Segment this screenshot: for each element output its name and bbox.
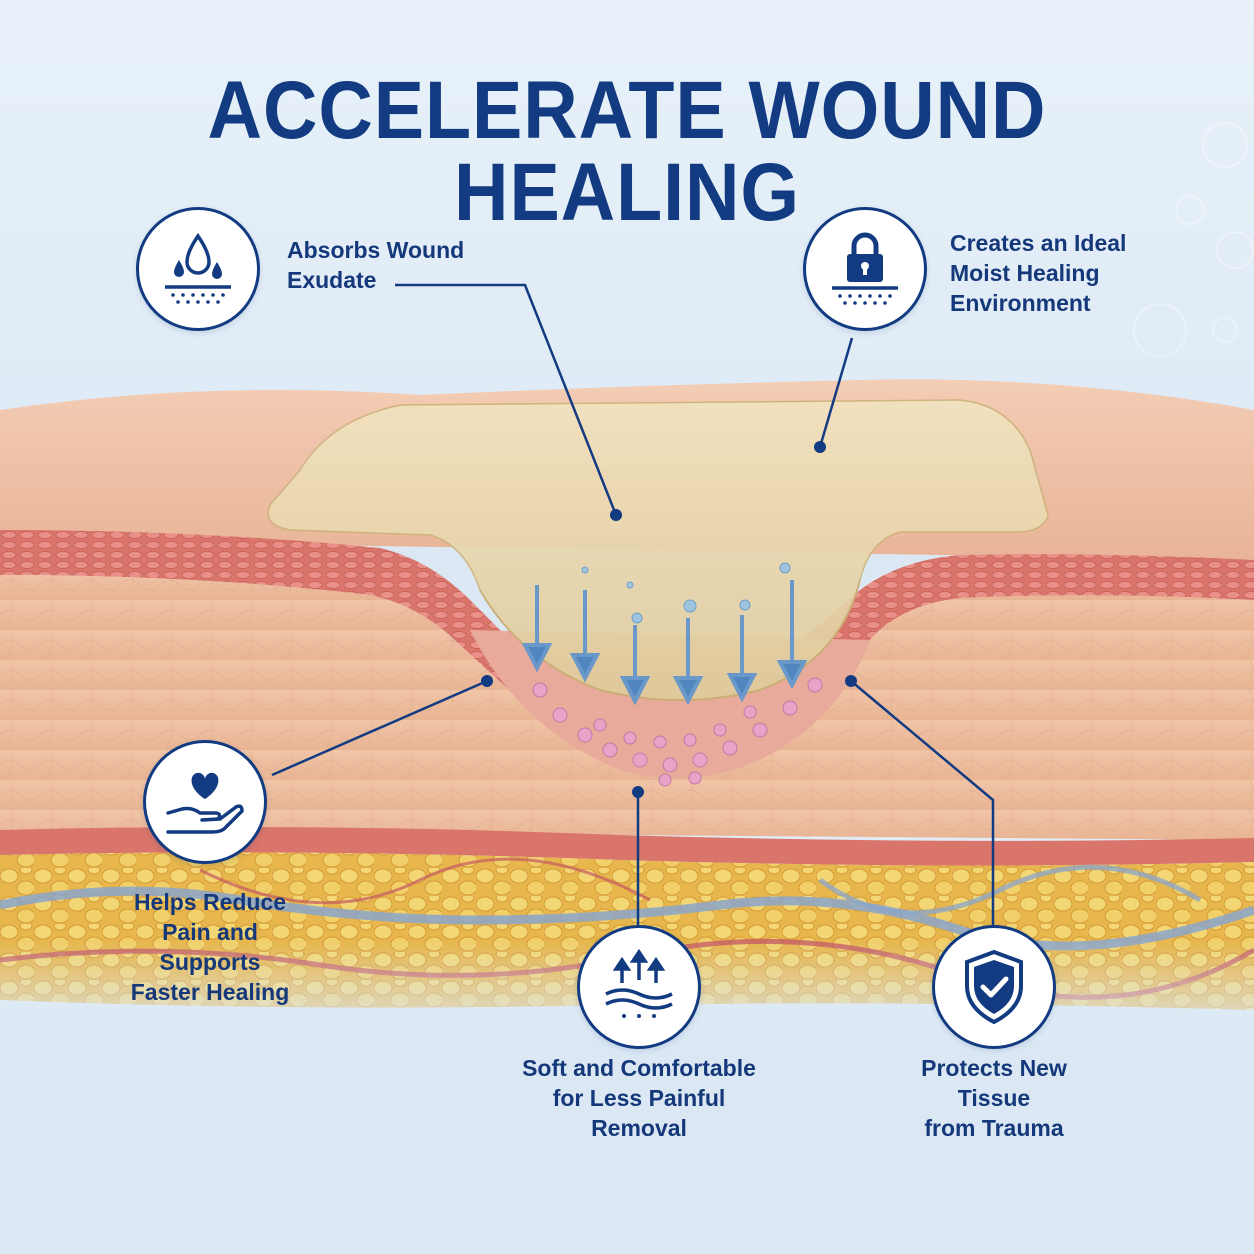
upward-arrows-icon	[605, 948, 673, 1018]
page-title: ACCELERATE WOUND HEALING	[207, 65, 1047, 238]
moist-icon-badge	[803, 207, 927, 331]
moist-label: Creates an Ideal Moist Healing Environme…	[950, 230, 1127, 316]
leader-line-moist	[818, 337, 854, 448]
absorbs-icon-badge	[136, 207, 260, 331]
protect-label: Protects New Tissue from Trauma	[921, 1055, 1067, 1141]
protect-icon-badge	[932, 925, 1056, 1049]
absorbs-label: Absorbs Wound Exudate	[287, 237, 465, 293]
leader-line-pain	[271, 679, 488, 777]
leader-line-protect	[850, 680, 995, 925]
water-drop-icon	[165, 232, 231, 304]
shield-check-icon	[965, 949, 1023, 1025]
pain-label: Helps Reduce Pain and Supports Faster He…	[130, 889, 290, 1005]
leader-line-absorbs	[395, 283, 618, 516]
soft-label: Soft and Comfortable for Less Painful Re…	[522, 1055, 756, 1141]
heart-hand-icon	[166, 772, 244, 834]
pain-icon-badge	[143, 740, 267, 864]
soft-icon-badge	[577, 925, 701, 1049]
padlock-icon	[832, 232, 898, 305]
